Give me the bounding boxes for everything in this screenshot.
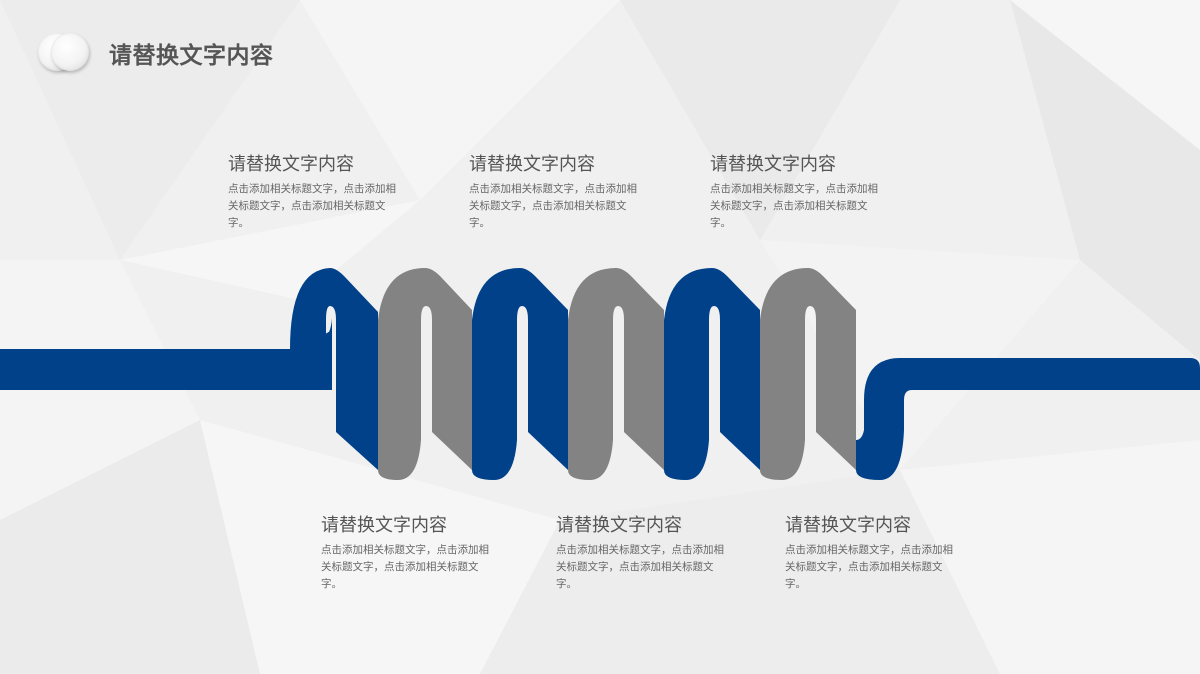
text-block-bottom-3: 请替换文字内容 点击添加相关标题文字，点击添加相关标题文字，点击添加相关标题文字… xyxy=(785,514,985,593)
text-block-top-3: 请替换文字内容 点击添加相关标题文字，点击添加相关标题文字，点击添加相关标题文字… xyxy=(710,153,910,232)
block-body: 点击添加相关标题文字，点击添加相关标题文字，点击添加相关标题文字。 xyxy=(469,183,637,229)
coil-loop-6 xyxy=(760,268,856,480)
coil-loop-1 xyxy=(290,268,378,470)
page-title: 请替换文字内容 xyxy=(109,43,274,69)
block-body: 点击添加相关标题文字，点击添加相关标题文字，点击添加相关标题文字。 xyxy=(321,544,489,590)
left-wire xyxy=(0,300,332,349)
text-block-top-1: 请替换文字内容 点击添加相关标题文字，点击添加相关标题文字，点击添加相关标题文字… xyxy=(228,153,428,232)
block-heading: 请替换文字内容 xyxy=(710,154,836,175)
coil-loop-4 xyxy=(568,268,664,480)
right-wire xyxy=(856,358,1200,480)
double-circle-icon xyxy=(38,31,94,75)
block-heading: 请替换文字内容 xyxy=(469,154,595,175)
block-heading: 请替换文字内容 xyxy=(556,515,682,536)
text-block-top-2: 请替换文字内容 点击添加相关标题文字，点击添加相关标题文字，点击添加相关标题文字… xyxy=(469,153,669,232)
text-block-bottom-2: 请替换文字内容 点击添加相关标题文字，点击添加相关标题文字，点击添加相关标题文字… xyxy=(556,514,756,593)
block-body: 点击添加相关标题文字，点击添加相关标题文字，点击添加相关标题文字。 xyxy=(556,544,724,590)
block-heading: 请替换文字内容 xyxy=(228,154,354,175)
coil-loop-2 xyxy=(378,268,472,480)
block-heading: 请替换文字内容 xyxy=(785,515,911,536)
block-body: 点击添加相关标题文字，点击添加相关标题文字，点击添加相关标题文字。 xyxy=(228,183,396,229)
header: 请替换文字内容 xyxy=(38,30,274,76)
block-body: 点击添加相关标题文字，点击添加相关标题文字，点击添加相关标题文字。 xyxy=(785,544,953,590)
coil-loop-3 xyxy=(472,268,568,480)
text-block-bottom-1: 请替换文字内容 点击添加相关标题文字，点击添加相关标题文字，点击添加相关标题文字… xyxy=(321,514,521,593)
block-heading: 请替换文字内容 xyxy=(321,515,447,536)
block-body: 点击添加相关标题文字，点击添加相关标题文字，点击添加相关标题文字。 xyxy=(710,183,878,229)
coil-loop-5 xyxy=(664,268,760,480)
